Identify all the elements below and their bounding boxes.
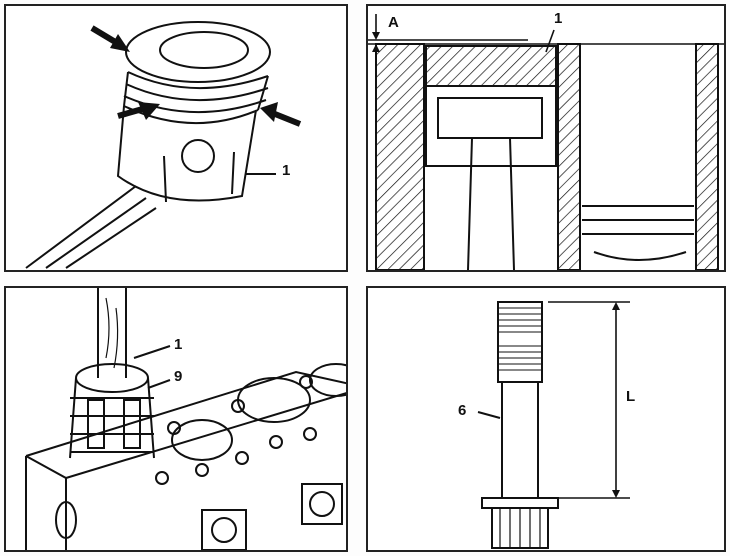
dimension-label-l: L bbox=[626, 388, 636, 405]
panel-piston-rings: 1 bbox=[4, 4, 348, 272]
piston-protrusion-drawing bbox=[368, 14, 724, 270]
ring-compressor-drawing bbox=[25, 288, 346, 550]
callout-1: 1 bbox=[174, 336, 183, 353]
callout-1: 1 bbox=[282, 162, 291, 179]
piston-rings-drawing bbox=[25, 21, 302, 269]
dimension-label-a: A bbox=[388, 14, 399, 31]
callout-9: 9 bbox=[174, 368, 183, 385]
stretch-bolt-drawing bbox=[477, 301, 630, 549]
panel-ring-compressor: 1 9 bbox=[4, 286, 348, 552]
panel-stretch-bolt: 6 L bbox=[366, 286, 726, 552]
panel-piston-protrusion: A 1 bbox=[366, 4, 726, 272]
callout-1: 1 bbox=[554, 10, 563, 27]
callout-6: 6 bbox=[458, 402, 467, 419]
